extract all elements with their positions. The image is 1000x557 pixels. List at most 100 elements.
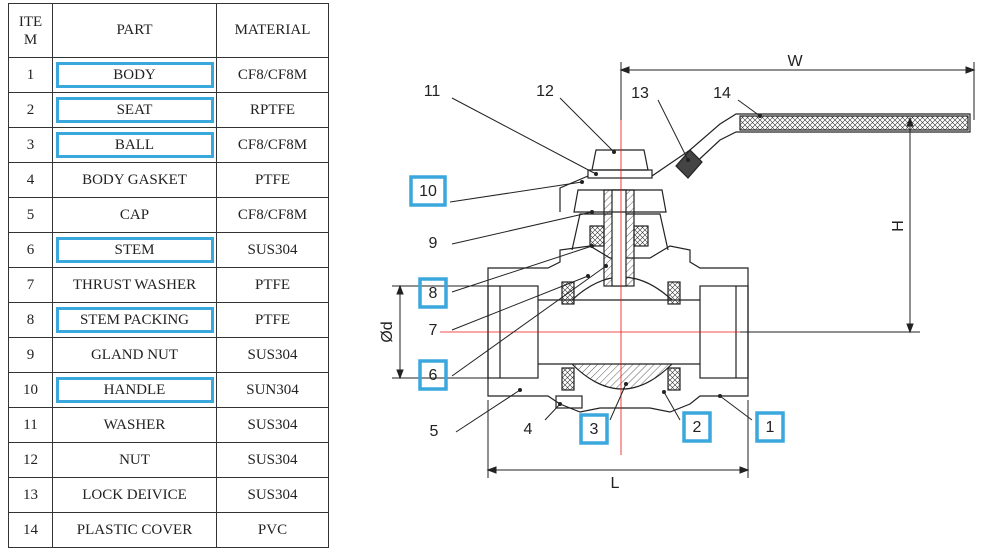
- part-name: BODY: [55, 62, 214, 88]
- part-name: HANDLE: [55, 377, 214, 403]
- cell-item: 7: [8, 267, 53, 303]
- dimension-w-label: W: [787, 53, 803, 70]
- dimension-d-label: Ød: [379, 321, 396, 342]
- callout-leader-line: [609, 383, 627, 421]
- callout-leader-dot: [518, 388, 522, 392]
- cell-material: SUS304: [216, 232, 329, 268]
- callout-label-8: 8: [429, 285, 438, 302]
- cell-part: STEM PACKING: [52, 302, 217, 338]
- callout-leader-line: [657, 99, 689, 161]
- callout-leader-line: [449, 181, 583, 203]
- callout-leader-dot: [612, 150, 616, 154]
- callout-leader-line: [451, 275, 589, 331]
- callout-highlight-box: [579, 413, 609, 445]
- cell-item: 4: [8, 162, 53, 198]
- callout-label-7: 7: [429, 322, 438, 339]
- callout-leader-dot: [758, 114, 762, 118]
- header-material: MATERIAL: [216, 3, 329, 58]
- part-name: BODY GASKET: [82, 171, 187, 188]
- part-name: GLAND NUT: [90, 346, 179, 363]
- callout-leader-line: [737, 99, 761, 117]
- callout-highlight-box: [755, 411, 785, 443]
- callout-label-14: 14: [713, 85, 731, 102]
- part-name: SEAT: [55, 97, 214, 123]
- cell-part: BALL: [52, 127, 217, 163]
- callout-label-2: 2: [693, 419, 702, 436]
- callout-leader-dot: [718, 394, 722, 398]
- callout-label-11: 11: [424, 83, 441, 100]
- callout-leader-dot: [662, 390, 666, 394]
- valve-geometry: [487, 113, 971, 413]
- cell-item: 3: [8, 127, 53, 163]
- callout-highlight-box: [418, 359, 448, 391]
- cell-part: SEAT: [52, 92, 217, 128]
- cell-material: SUS304: [216, 337, 329, 373]
- callout-leader-dot: [590, 244, 594, 248]
- callout-label-3: 3: [590, 421, 599, 438]
- cell-item: 1: [8, 57, 53, 93]
- cell-item: 14: [8, 512, 53, 548]
- callout-leader-line: [455, 389, 521, 433]
- callout-leader-dot: [590, 210, 594, 214]
- cell-part: PLASTIC COVER: [52, 512, 217, 548]
- callout-leader-dot: [624, 382, 628, 386]
- table-header-row: ITEM PART MATERIAL: [8, 3, 329, 58]
- cell-item: 6: [8, 232, 53, 268]
- callout-label-10: 10: [419, 183, 437, 200]
- header-item: ITEM: [8, 3, 53, 58]
- part-name: PLASTIC COVER: [76, 521, 193, 538]
- callout-label-1: 1: [766, 419, 775, 436]
- callout-highlight-box: [409, 175, 447, 207]
- cell-part: BODY GASKET: [52, 162, 217, 198]
- part-name: LOCK DEIVICE: [82, 486, 187, 503]
- cell-material: PTFE: [216, 267, 329, 303]
- cell-material: CF8/CF8M: [216, 57, 329, 93]
- callout-label-9: 9: [429, 235, 438, 252]
- dimension-labels: W H Ød L: [379, 53, 907, 492]
- cell-material: SUS304: [216, 407, 329, 443]
- dimension-lines: [392, 62, 976, 478]
- part-name: STEM PACKING: [55, 307, 214, 333]
- cell-material: PVC: [216, 512, 329, 548]
- cell-part: THRUST WASHER: [52, 267, 217, 303]
- callout-leader-dot: [686, 158, 690, 162]
- cell-material: CF8/CF8M: [216, 127, 329, 163]
- cell-part: HANDLE: [52, 372, 217, 408]
- cell-part: WASHER: [52, 407, 217, 443]
- cell-material: SUS304: [216, 477, 329, 513]
- cell-item: 5: [8, 197, 53, 233]
- cell-material: RPTFE: [216, 92, 329, 128]
- callout-leader-line: [451, 245, 593, 293]
- part-name: WASHER: [103, 416, 166, 433]
- callout-leader-dot: [586, 274, 590, 278]
- cell-material: PTFE: [216, 302, 329, 338]
- part-name: STEM: [55, 237, 214, 263]
- callout-label-5: 5: [430, 423, 439, 440]
- dimension-l-label: L: [611, 475, 620, 492]
- part-name: CAP: [119, 206, 150, 223]
- callout-leader-dot: [580, 180, 584, 184]
- cell-material: SUN304: [216, 372, 329, 408]
- callout-highlight-box: [682, 411, 712, 443]
- cell-part: STEM: [52, 232, 217, 268]
- cell-part: BODY: [52, 57, 217, 93]
- callout-label-13: 13: [631, 85, 649, 102]
- cell-part: CAP: [52, 197, 217, 233]
- callout-leader-line: [451, 211, 593, 245]
- header-part: PART: [52, 3, 217, 58]
- callout-leader-line: [451, 97, 597, 175]
